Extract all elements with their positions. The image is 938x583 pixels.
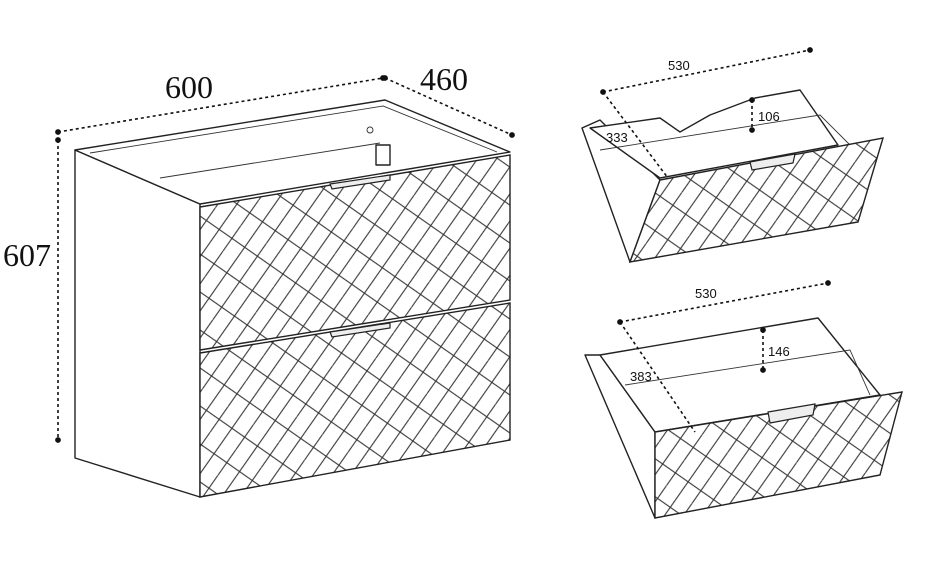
bottom-drawer-depth-line [619, 321, 696, 433]
drawer-front-upper [199, 154, 511, 351]
drawer-handle-lower [329, 322, 391, 338]
depth-dimension-line [382, 75, 515, 138]
top-drawer-depth-label: 333 [606, 130, 628, 145]
bottom-drawer-bottom-edge [624, 349, 871, 396]
bottom-drawer-width-label: 530 [695, 286, 717, 301]
bottom-drawer: 530 383 146 [584, 280, 903, 519]
cabinet-inner-shelf [159, 142, 381, 179]
top-drawer-handle [749, 153, 796, 171]
cabinet-bracket [375, 144, 391, 166]
top-drawer-width-label: 530 [668, 58, 690, 73]
top-drawer-front [628, 137, 884, 263]
bottom-drawer-front [654, 391, 903, 519]
top-drawer-bottom-edge [599, 114, 851, 151]
top-drawer: 530 333 106 [581, 47, 884, 263]
cabinet-side-panel [74, 149, 201, 498]
width-label: 600 [165, 69, 213, 105]
width-dimension-line [55, 75, 386, 135]
cabinet [74, 99, 511, 498]
drawer-front-lower [199, 302, 511, 498]
drawer-handle-upper [329, 174, 391, 190]
bottom-drawer-handle [767, 403, 816, 424]
bottom-drawer-depth-label: 383 [630, 369, 652, 384]
top-drawer-height-label: 106 [758, 109, 780, 124]
depth-label: 460 [420, 61, 468, 97]
bottom-drawer-height-label: 146 [768, 344, 790, 359]
top-drawer-width-line [600, 47, 813, 95]
cabinet-dimensions: 600 460 607 [3, 61, 515, 443]
bottom-drawer-width-line [617, 280, 831, 325]
height-label: 607 [3, 237, 51, 273]
